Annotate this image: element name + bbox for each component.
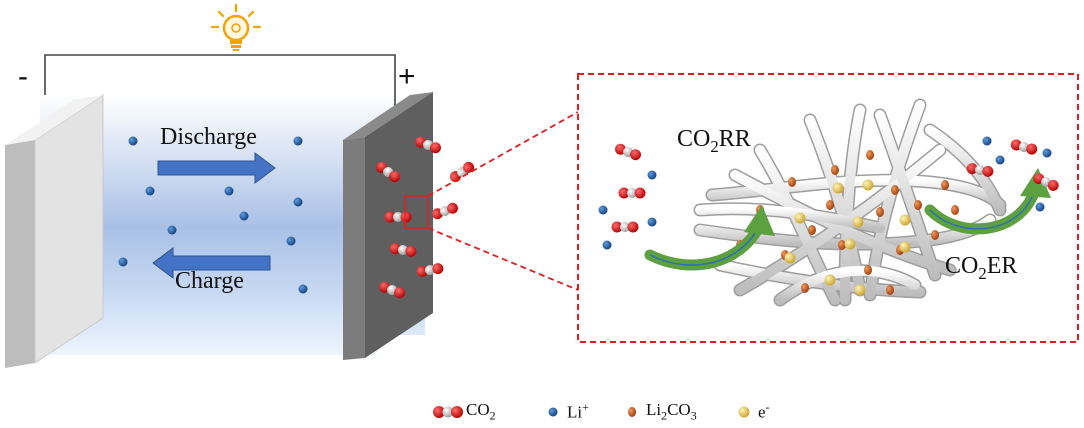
co2-molecule (414, 136, 442, 154)
zoom-source-box (404, 195, 429, 229)
legend-item-li: Li+ (567, 400, 589, 422)
anode-plate (5, 94, 104, 368)
li-ions (118, 136, 308, 294)
zoom-li-ions (598, 136, 1052, 250)
co2rr-label: CO2RR (677, 126, 751, 156)
co2-molecule (966, 163, 994, 177)
legend-electron-icon (738, 406, 750, 418)
zoom-line-top (427, 111, 579, 197)
co2-molecule (618, 187, 646, 199)
legend-li-icon (548, 407, 558, 417)
legend-symbols (433, 406, 750, 418)
legend-item-electron: e- (758, 400, 770, 422)
co2-molecule (378, 281, 406, 299)
discharge-arrow (157, 152, 276, 184)
co2-molecules-zoom (611, 139, 1059, 233)
legend-li2co3-icon (628, 407, 636, 417)
co2-molecule (431, 202, 459, 220)
legend: CO2 Li+ Li2CO3 e- (0, 400, 1084, 424)
co2-molecule (375, 161, 401, 183)
lightbulb-icon (210, 3, 262, 51)
co2-molecule (416, 263, 444, 277)
zoom-line-bottom (427, 227, 579, 291)
positive-terminal-label: + (398, 60, 416, 93)
legend-co2-icon (433, 406, 463, 418)
co2-molecule (614, 143, 642, 161)
legend-item-li2co3: Li2CO3 (646, 400, 697, 423)
li2co3-particles (736, 150, 959, 295)
co2-molecule (389, 243, 417, 257)
electrons (784, 179, 911, 296)
charge-label: Charge (175, 268, 244, 294)
negative-terminal-label: - (18, 60, 28, 93)
co2rr-arrowhead (744, 205, 775, 236)
legend-item-co2: CO2 (466, 400, 496, 423)
co2-molecules-cathode (375, 136, 475, 299)
discharge-label: Discharge (160, 124, 257, 150)
co2er-label: CO2ER (945, 253, 1018, 283)
co2-molecule (611, 221, 639, 233)
external-wire (44, 54, 396, 110)
co2-molecule (1033, 173, 1059, 191)
cathode-plate (343, 92, 433, 360)
electrolyte (15, 95, 425, 355)
charge-arrow (152, 247, 271, 279)
co2-molecule (1010, 139, 1038, 155)
fiber-network (693, 98, 1007, 307)
co2-molecule (384, 211, 412, 223)
